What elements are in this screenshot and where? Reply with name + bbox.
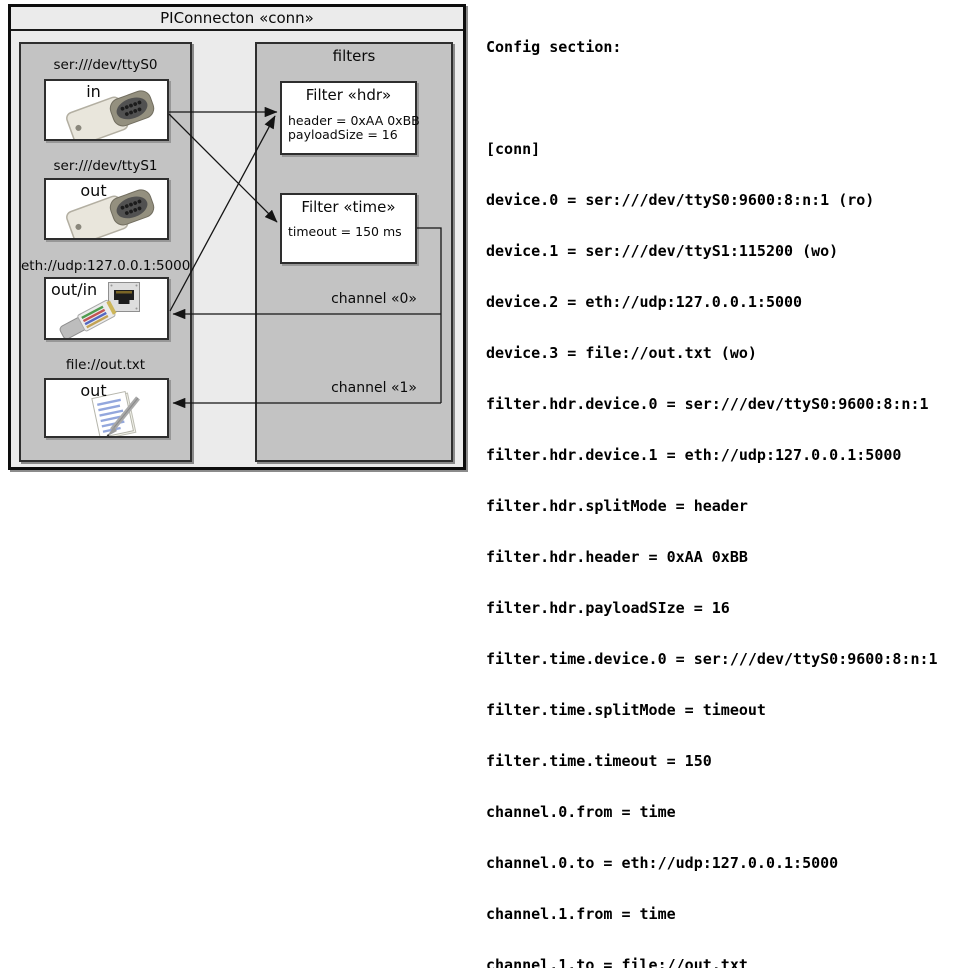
config-line: filter.time.timeout = 150	[486, 752, 712, 770]
config-line: channel.1.to = file://out.txt	[486, 956, 748, 968]
serial-connector-icon	[66, 90, 155, 139]
channel-0-label: channel «0»	[331, 291, 417, 307]
config-line: filter.hdr.device.0 = ser:///dev/ttyS0:9…	[486, 395, 929, 413]
filter-hdr-box: Filter «hdr» header = 0xAA 0xBB payloadS…	[280, 81, 420, 155]
device-box-file: out	[44, 378, 169, 438]
device-uri-label: eth://udp:127.0.0.1:5000	[21, 258, 191, 274]
piconnecton-component-box: PIConnecton «conn» ser:///dev/ttyS0 in	[8, 4, 466, 470]
filters-group-box: filters Filter «hdr» header = 0xAA 0xBB …	[255, 42, 453, 462]
config-line: filter.time.splitMode = timeout	[486, 701, 766, 719]
filters-group-label: filters	[332, 47, 376, 65]
config-line: device.2 = eth://udp:127.0.0.1:5000	[486, 293, 803, 311]
filter-title: Filter «hdr»	[305, 86, 392, 104]
config-line: filter.hdr.splitMode = header	[486, 497, 748, 515]
filter-property: payloadSize = 16	[288, 127, 398, 142]
filter-properties: timeout = 150 ms	[288, 225, 402, 239]
config-line: filter.time.device.0 = ser:///dev/ttyS0:…	[486, 650, 938, 668]
device-direction-label: in	[86, 82, 101, 101]
devices-group-box: ser:///dev/ttyS0 in ser:///dev/ttyS1	[19, 42, 192, 462]
serial-connector-icon	[66, 189, 155, 238]
device-uri-label: file://out.txt	[65, 357, 146, 373]
config-line: channel.0.to = eth://udp:127.0.0.1:5000	[486, 854, 839, 872]
config-section: Config section: [conn] device.0 = ser://…	[486, 5, 938, 968]
notepad-icon	[91, 390, 140, 436]
config-heading: Config section:	[486, 38, 622, 56]
config-line: device.1 = ser:///dev/ttyS1:115200 (wo)	[486, 242, 839, 260]
device-uri-label: ser:///dev/ttyS1	[53, 158, 158, 174]
device-direction-label: out/in	[51, 280, 98, 299]
config-line: [conn]	[486, 140, 541, 158]
config-blank-line	[486, 90, 938, 107]
filter-property: timeout = 150 ms	[288, 224, 402, 239]
filter-property: header = 0xAA 0xBB	[288, 113, 420, 128]
channel-1-label: channel «1»	[331, 380, 417, 396]
config-line: filter.hdr.header = 0xAA 0xBB	[486, 548, 748, 566]
component-title: PIConnecton «conn»	[11, 7, 463, 31]
device-direction-label: out	[80, 181, 107, 200]
ethernet-port-icon	[108, 282, 140, 312]
config-line: filter.hdr.device.1 = eth://udp:127.0.0.…	[486, 446, 902, 464]
config-line: channel.1.from = time	[486, 905, 676, 923]
config-line: device.3 = file://out.txt (wo)	[486, 344, 757, 362]
device-box-ttys0: in	[44, 79, 169, 141]
config-line: filter.hdr.payloadSIze = 16	[486, 599, 730, 617]
device-box-ttys1: out	[44, 178, 169, 240]
filter-title: Filter «time»	[301, 198, 396, 216]
filter-properties: header = 0xAA 0xBB payloadSize = 16	[288, 114, 420, 142]
config-line: channel.0.from = time	[486, 803, 676, 821]
filter-time-box: Filter «time» timeout = 150 ms	[280, 193, 417, 264]
device-uri-label: ser:///dev/ttyS0	[53, 57, 158, 73]
device-box-eth: out/in	[44, 277, 169, 340]
ethernet-cable-icon	[59, 299, 117, 338]
config-line: device.0 = ser:///dev/ttyS0:9600:8:n:1 (…	[486, 191, 875, 209]
device-direction-label: out	[80, 381, 107, 400]
